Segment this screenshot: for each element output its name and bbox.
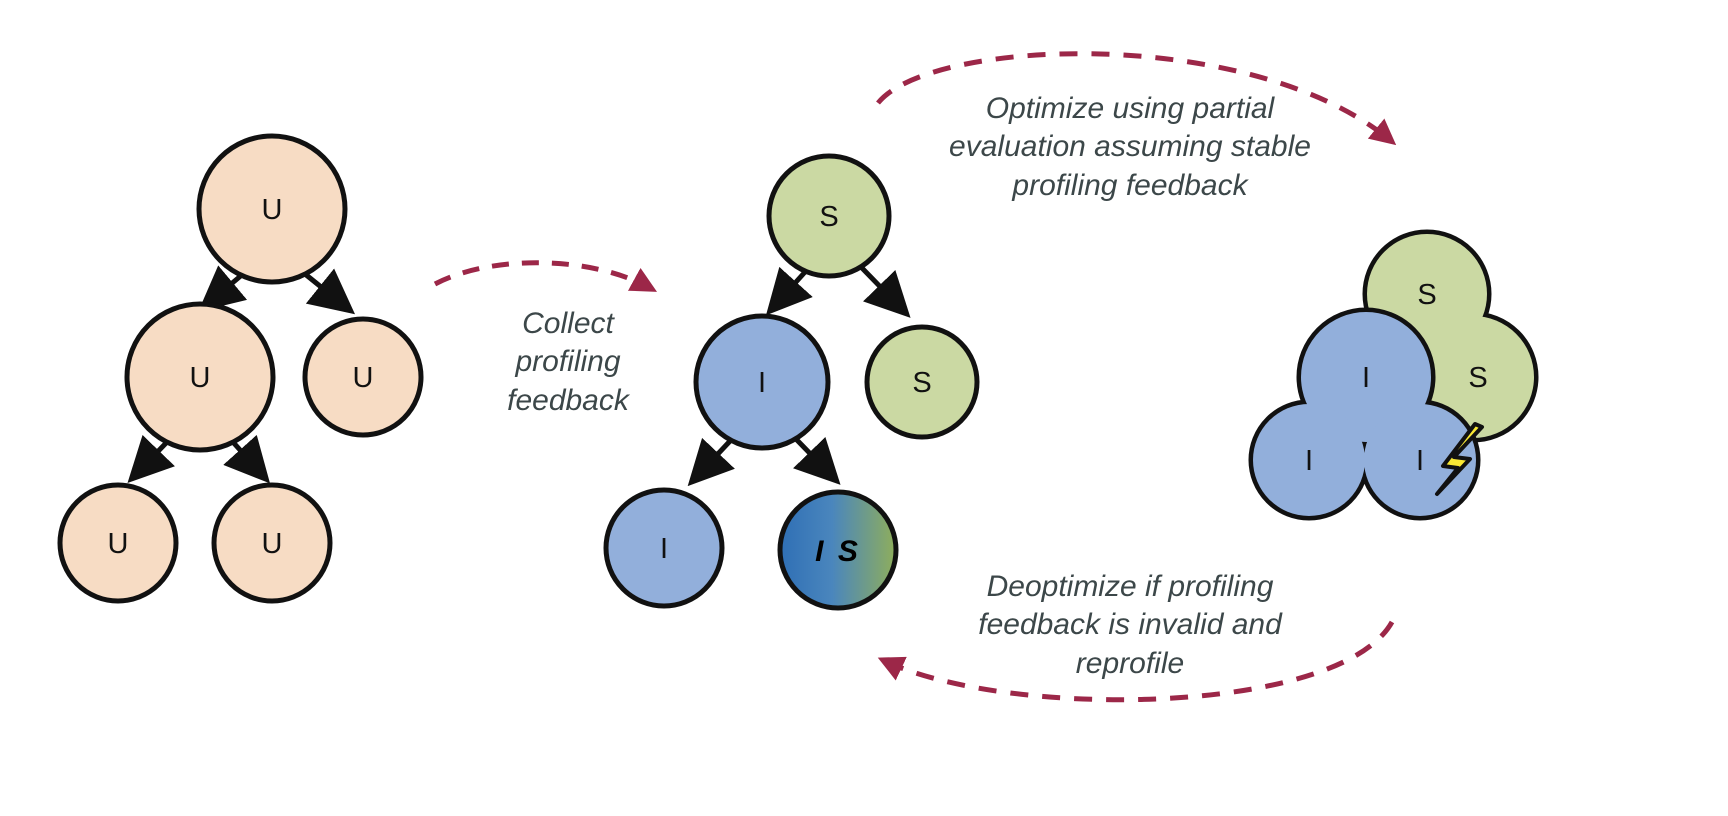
tree-edges-2	[687, 266, 911, 487]
node-label-s-root: S	[819, 201, 838, 233]
edge-sroot-il	[765, 266, 813, 316]
edge-sroot-sr	[860, 266, 911, 318]
node-u-left[interactable]	[124, 301, 276, 453]
unprofiled-tree: U U U U U	[57, 133, 424, 604]
tree-nodes-2: S I S I I S	[603, 153, 980, 611]
profiled-tree: S I S I I S	[603, 153, 980, 611]
edge-uroot-ul	[198, 265, 248, 312]
node-label-u-root: U	[262, 194, 283, 226]
deopt-lightning-bolt[interactable]	[1435, 422, 1484, 496]
node-s-root[interactable]	[766, 153, 892, 279]
collect-label: Collect profiling feedback	[507, 307, 629, 417]
optimize-label: Optimize using partial evaluation assumi…	[949, 92, 1311, 202]
node-u-right[interactable]	[302, 316, 424, 438]
node-label-u-leftleft: U	[108, 528, 129, 560]
tree-nodes: U U U U U	[57, 133, 424, 604]
cluster-label-s-right: S	[1468, 362, 1487, 394]
node-i-left[interactable]	[693, 313, 831, 451]
cluster-label-s-top: S	[1417, 279, 1436, 311]
cluster-label-i-right: I	[1416, 445, 1424, 477]
node-i-leftleft[interactable]	[603, 487, 725, 609]
edge-il-ill	[687, 437, 735, 487]
node-label-i-left: I	[758, 367, 766, 399]
cluster-label-i-left: I	[1305, 445, 1313, 477]
tree-edges	[127, 265, 356, 484]
node-u-leftright[interactable]	[211, 482, 333, 604]
node-is-polymorphic[interactable]	[777, 489, 899, 611]
cluster-fill-i-left	[1253, 404, 1365, 516]
edge-il-islr	[793, 436, 841, 485]
arrow-optimize	[876, 51, 1397, 146]
node-s-right[interactable]	[864, 324, 980, 440]
node-label-i-leftleft: I	[660, 533, 668, 565]
cluster-label-i-mid: I	[1362, 362, 1370, 394]
cluster-fill-i-right	[1364, 404, 1476, 516]
optimized-cluster: S S I I I	[1248, 229, 1539, 521]
node-label-u-left: U	[190, 362, 211, 394]
node-label-s-right: S	[912, 367, 931, 399]
edge-ul-ulr	[223, 434, 271, 484]
arrow-collect	[433, 260, 658, 292]
cluster-labels: S S I I I	[1305, 279, 1488, 477]
node-label-u-leftright: U	[262, 528, 283, 560]
edge-uroot-ur	[303, 268, 356, 315]
integer-cluster-blob[interactable]	[1248, 307, 1481, 521]
node-u-leftleft[interactable]	[57, 482, 179, 604]
edge-ul-ull	[127, 434, 175, 483]
node-label-is-polymorphic: I S	[815, 535, 861, 568]
deoptimize-label: Deoptimize if profiling feedback is inva…	[978, 570, 1282, 680]
node-label-u-right: U	[353, 362, 374, 394]
arrow-deoptimize	[877, 620, 1395, 703]
node-u-root[interactable]	[196, 133, 348, 285]
